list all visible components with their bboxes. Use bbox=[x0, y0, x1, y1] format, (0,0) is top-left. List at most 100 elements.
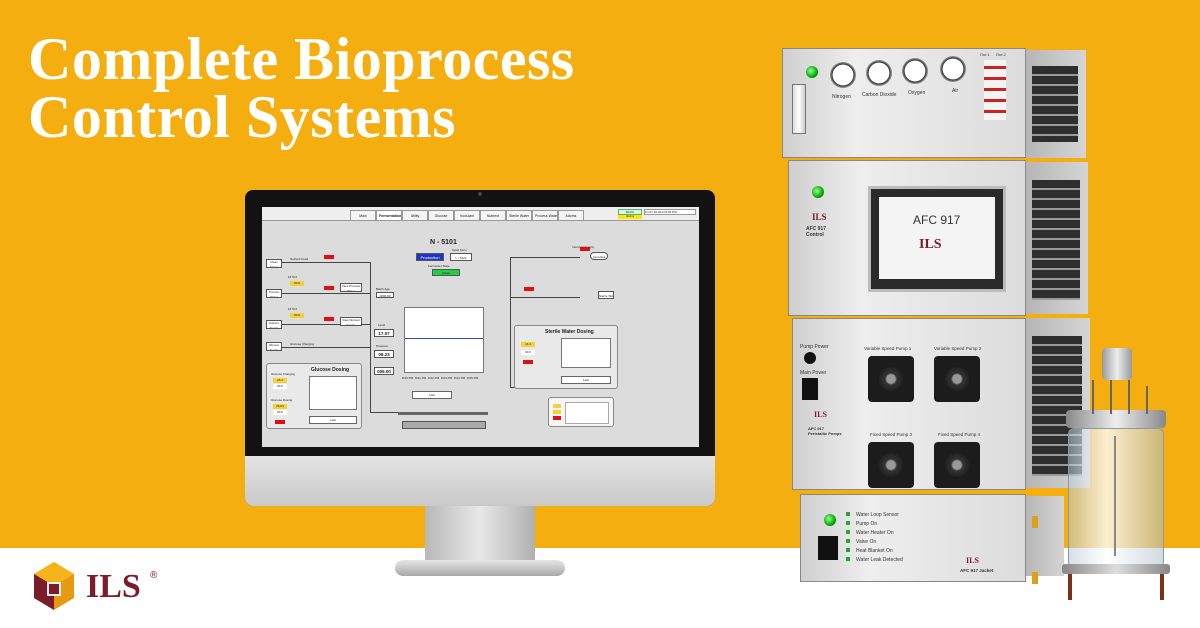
back-button[interactable]: BACK bbox=[618, 209, 642, 215]
camera-icon bbox=[478, 192, 482, 196]
nitrogen-gauge-icon bbox=[830, 62, 856, 88]
vent bbox=[1032, 66, 1078, 142]
tab-inoculant[interactable]: Inoculant bbox=[454, 210, 480, 220]
sterile-water-plot[interactable] bbox=[561, 338, 611, 368]
fermenter-state-label: Fermenter State bbox=[428, 264, 450, 268]
hmi-screen: Main Fermentation Utility Glucose Inocul… bbox=[262, 207, 699, 447]
pressure-label: Pressure bbox=[376, 344, 389, 348]
time-tick: 8:03 PM bbox=[441, 376, 453, 380]
pump-1-head-icon[interactable] bbox=[868, 356, 914, 402]
main-power-switch-icon[interactable] bbox=[802, 378, 818, 400]
vessel-skid bbox=[402, 421, 486, 429]
view-nutrient-supply-button[interactable]: View Nutrient Supply bbox=[340, 317, 362, 326]
sterile-water-dosing-panel: Sterile Water Dosing 14.4 00.0 Last bbox=[514, 325, 618, 389]
glucose-charging-value: 00.0 bbox=[273, 384, 287, 389]
batch-age-value: 0000:00 bbox=[376, 292, 394, 298]
flowmeter-icon bbox=[792, 84, 806, 134]
process-water-node[interactable]: Process Water bbox=[266, 289, 282, 298]
pressure-value: 09.23 bbox=[374, 350, 394, 358]
pipe bbox=[280, 324, 370, 325]
gas-power-led-icon bbox=[806, 66, 818, 78]
setpoint-1: 1670.0 bbox=[288, 275, 298, 279]
vessel-id: N - 5101 bbox=[430, 239, 457, 246]
touchscreen[interactable]: AFC 917 ILS bbox=[879, 197, 995, 279]
sterile-water-last-selector[interactable]: Last bbox=[561, 376, 611, 384]
pipe bbox=[510, 257, 580, 258]
pump-3-head-icon[interactable] bbox=[868, 442, 914, 488]
alarm-indicator[interactable]: Alarms bbox=[618, 215, 642, 219]
jacket-power-switch-icon[interactable] bbox=[818, 536, 838, 560]
sterile-water-node[interactable]: Sterile Water bbox=[598, 291, 614, 299]
agitator-value: 006.00 bbox=[374, 367, 394, 375]
process-value-1[interactable]: 00.0 bbox=[290, 281, 304, 286]
batch-age-label: Batch Age bbox=[376, 287, 390, 291]
pump-module-label: AFC 917 Peristaltic Pumps bbox=[808, 426, 842, 436]
view-process-water-button[interactable]: View Process Water bbox=[340, 283, 362, 292]
control-power-led-icon bbox=[812, 186, 824, 198]
pipe bbox=[370, 412, 398, 413]
tab-bar: Main Fermentation Utility Glucose Inocul… bbox=[262, 207, 699, 221]
alarm-tag bbox=[324, 255, 334, 259]
jacket-status-2: Water Heater On bbox=[856, 530, 894, 536]
tab-main[interactable]: Main bbox=[350, 210, 376, 220]
trend-plot[interactable] bbox=[404, 307, 484, 373]
glucose-dosing-setpoint[interactable]: 26.63 bbox=[273, 404, 287, 409]
pump-3-label: Fixed Speed Pump 3 bbox=[870, 432, 913, 437]
gauge-label-carbon-dioxide: Carbon Dioxide bbox=[862, 92, 897, 98]
monitor-chin bbox=[245, 456, 715, 506]
control-brand: ILS bbox=[812, 212, 827, 222]
vessel-glass-icon bbox=[1068, 428, 1164, 568]
tab-nutrient[interactable]: Nutrient bbox=[480, 210, 506, 220]
logo-wordmark: ILS bbox=[86, 568, 141, 605]
last-selector[interactable]: Last bbox=[412, 391, 452, 399]
sterile-water-setpoint[interactable]: 14.4 bbox=[521, 342, 535, 347]
glucose-charging-setpoint[interactable]: 26.4 bbox=[273, 378, 287, 383]
alarm-tag bbox=[523, 360, 533, 364]
pump-1-label: Variable Speed Pump 1 bbox=[864, 346, 912, 351]
tab-fermentation[interactable]: Fermentation bbox=[376, 210, 402, 220]
out-label-2: Out 2 bbox=[996, 52, 1006, 57]
vent bbox=[1032, 180, 1080, 300]
jacket-module-side bbox=[1024, 496, 1064, 576]
jacket-status-4: Heat Blanket On bbox=[856, 548, 893, 554]
out-label-1: Out 1 bbox=[980, 52, 990, 57]
tab-alarms[interactable]: Alarms bbox=[558, 210, 584, 220]
inoculant-node[interactable]: Inoculant bbox=[590, 252, 608, 260]
pump-2-head-icon[interactable] bbox=[934, 356, 980, 402]
jacket-brand: ILS bbox=[966, 556, 979, 565]
trend-line bbox=[405, 338, 483, 339]
touchscreen-brand: ILS bbox=[919, 237, 942, 252]
pump-4-label: Fixed Speed Pump 4 bbox=[938, 432, 981, 437]
ils-logo-mark-icon bbox=[34, 562, 74, 610]
glucose-dosing-value: 00.0 bbox=[273, 410, 287, 415]
glucose-plot[interactable] bbox=[309, 376, 357, 410]
process-value-2[interactable]: 00.0 bbox=[290, 313, 304, 318]
jacket-status-1: Pump On bbox=[856, 521, 878, 527]
headline-line-1: Complete Bioprocess bbox=[28, 26, 575, 92]
alarm-tag bbox=[324, 317, 334, 321]
pipe bbox=[510, 297, 580, 298]
mode-badge[interactable]: Production bbox=[416, 253, 444, 261]
status-leds bbox=[846, 512, 850, 566]
tab-utility[interactable]: Utility bbox=[402, 210, 428, 220]
main-power-label: Main Power bbox=[800, 370, 827, 376]
glucose-last-selector[interactable]: Last bbox=[309, 416, 357, 424]
air-gauge-icon bbox=[940, 56, 966, 82]
glucose-dosing-title: Glucose Dosing bbox=[311, 367, 350, 373]
pump-4-head-icon[interactable] bbox=[934, 442, 980, 488]
tab-sterile-water[interactable]: Sterile Water bbox=[506, 210, 532, 220]
pipe bbox=[280, 262, 370, 263]
fermenter-state-badge: Active bbox=[432, 269, 460, 276]
pump-2-label: Variable Speed Pump 2 bbox=[934, 346, 982, 351]
tab-process-water[interactable]: Process Water bbox=[532, 210, 558, 220]
glucose-supply-node[interactable]: Glucose Supply bbox=[266, 342, 282, 351]
alarm-tag bbox=[324, 286, 334, 290]
pump-power-switch-icon[interactable] bbox=[804, 352, 816, 364]
nutrient-supply-node[interactable]: Nutrient Supply bbox=[266, 320, 282, 329]
tab-glucose[interactable]: Glucose bbox=[428, 210, 454, 220]
clean-steam-node[interactable]: Clean Steam bbox=[266, 259, 282, 268]
glucose-charging-panel-label: Glucose Charging bbox=[271, 372, 296, 376]
gauge-label-nitrogen: Nitrogen bbox=[832, 94, 851, 100]
vessel-headplate-icon bbox=[1066, 410, 1166, 428]
